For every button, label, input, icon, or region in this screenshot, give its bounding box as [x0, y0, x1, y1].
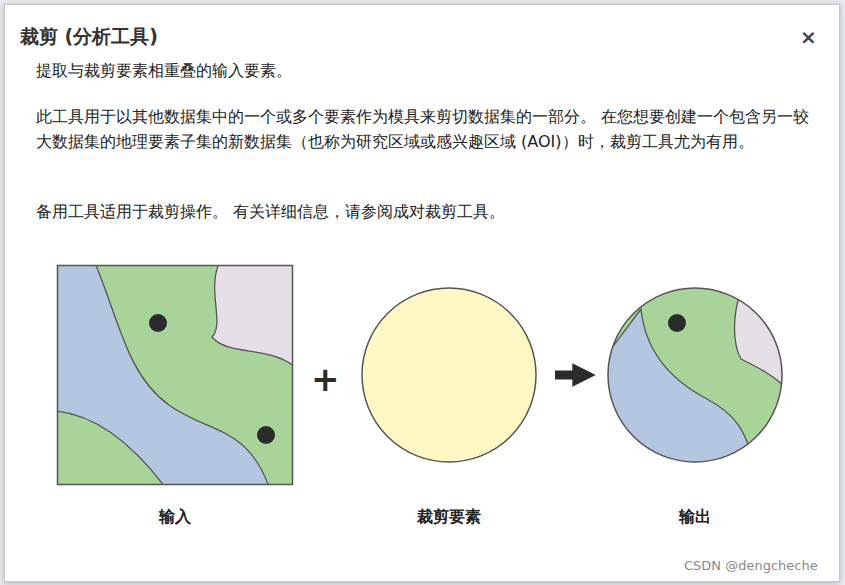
- figure-caption: 裁剪要素: [361, 507, 537, 528]
- summary-text: 提取与裁剪要素相重叠的输入要素。: [36, 60, 816, 82]
- input-figure-shape: [57, 265, 293, 485]
- description-text: 此工具用于以其他数据集中的一个或多个要素作为模具来剪切数据集的一部分。 在您想要…: [36, 104, 816, 154]
- clip-feature-figure: 裁剪要素: [361, 287, 537, 532]
- output-figure-shape: [607, 287, 783, 463]
- figure-caption: 输出: [607, 507, 783, 528]
- input-figure: 输入: [57, 265, 293, 532]
- watermark: CSDN @dengcheche: [684, 557, 818, 575]
- close-button: ×: [800, 23, 817, 51]
- dialog-title: 裁剪 (分析工具): [20, 24, 158, 50]
- figure-caption: 输入: [57, 507, 293, 528]
- plus-symbol: +: [311, 355, 340, 403]
- output-figure: 输出: [607, 287, 783, 532]
- clip-feature-figure-shape: [361, 287, 537, 463]
- note-text: 备用工具适用于裁剪操作。 有关详细信息，请参阅成对裁剪工具。: [36, 201, 816, 223]
- flow-arrow: [555, 371, 577, 380]
